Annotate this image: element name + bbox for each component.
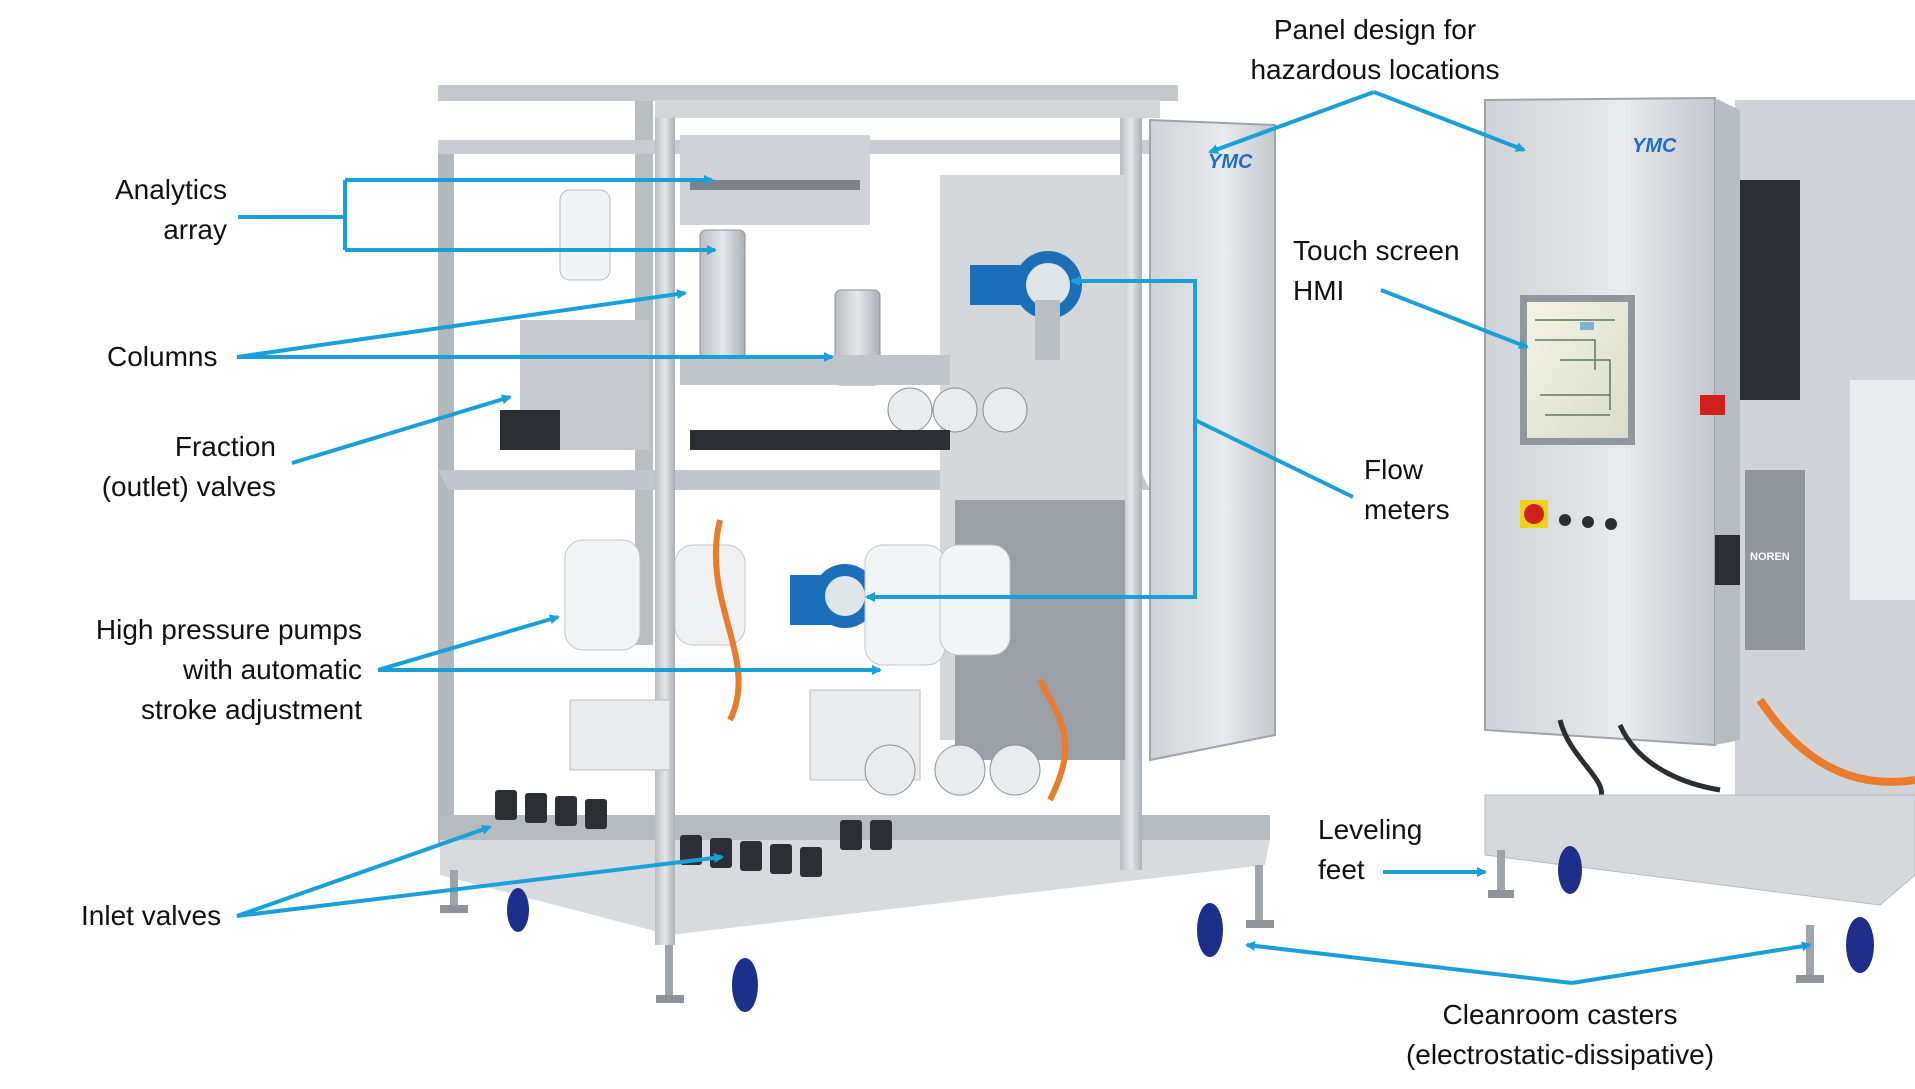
label-panel-line-2: hazardous locations: [1250, 54, 1500, 85]
callout-arrows: [236, 90, 1812, 985]
label-flow-meters: Flow meters: [1364, 450, 1450, 530]
label-leveling-line-2: feet: [1318, 854, 1365, 885]
caster-wheel: [1846, 917, 1874, 973]
label-flow-line-1: Flow: [1364, 454, 1424, 485]
label-analytics-line-1: Analytics: [114, 174, 227, 205]
label-panel-line-1: Panel design for: [1273, 14, 1477, 45]
label-hmi-line-2: HMI: [1293, 275, 1345, 306]
label-columns-line-1: Columns: [107, 341, 218, 372]
label-inlet-line-1: Inlet valves: [81, 900, 222, 931]
label-casters-line-2: (electrostatic-dissipative): [1405, 1039, 1715, 1070]
label-panel-design: Panel design for hazardous locations: [1230, 10, 1520, 90]
label-analytics-array: Analytics array: [70, 170, 227, 250]
label-pumps-line-1: High pressure pumps: [95, 614, 362, 645]
label-fraction-line-1: Fraction: [174, 431, 276, 462]
label-high-pressure-pumps: High pressure pumps with automatic strok…: [40, 610, 362, 730]
label-cleanroom-casters: Cleanroom casters (electrostatic-dissipa…: [1370, 995, 1750, 1075]
caster-wheel: [1197, 903, 1223, 957]
noren-logo: NOREN: [1750, 551, 1790, 563]
label-leveling-line-1: Leveling: [1318, 814, 1423, 845]
caster-wheel: [1558, 846, 1582, 894]
flow-meter-top: [970, 251, 1082, 360]
label-touch-screen-hmi: Touch screen HMI: [1293, 231, 1460, 311]
label-columns: Columns: [107, 337, 217, 377]
label-pumps-line-2: with automatic: [183, 654, 362, 685]
label-hmi-line-1: Touch screen: [1293, 235, 1460, 266]
label-inlet-valves: Inlet valves: [81, 896, 221, 936]
touch-screen-hmi: [1520, 295, 1635, 445]
label-flow-line-2: meters: [1364, 494, 1450, 525]
main-skid: YMC: [438, 85, 1276, 1012]
label-fraction-valves: Fraction (outlet) valves: [60, 427, 276, 507]
label-fraction-line-2: (outlet) valves: [101, 471, 276, 502]
caster-wheel: [507, 888, 529, 932]
caster-wheel: [732, 958, 758, 1012]
label-leveling-feet: Leveling feet: [1318, 810, 1422, 890]
ymc-logo-right: YMC: [1632, 135, 1677, 157]
ymc-logo: YMC: [1208, 151, 1253, 173]
label-pumps-line-3: stroke adjustment: [141, 694, 362, 725]
label-analytics-line-2: array: [163, 214, 227, 245]
flow-meter-bottom: [790, 564, 877, 628]
second-skid: NOREN YMC: [1484, 96, 1915, 983]
label-casters-line-1: Cleanroom casters: [1442, 999, 1678, 1030]
